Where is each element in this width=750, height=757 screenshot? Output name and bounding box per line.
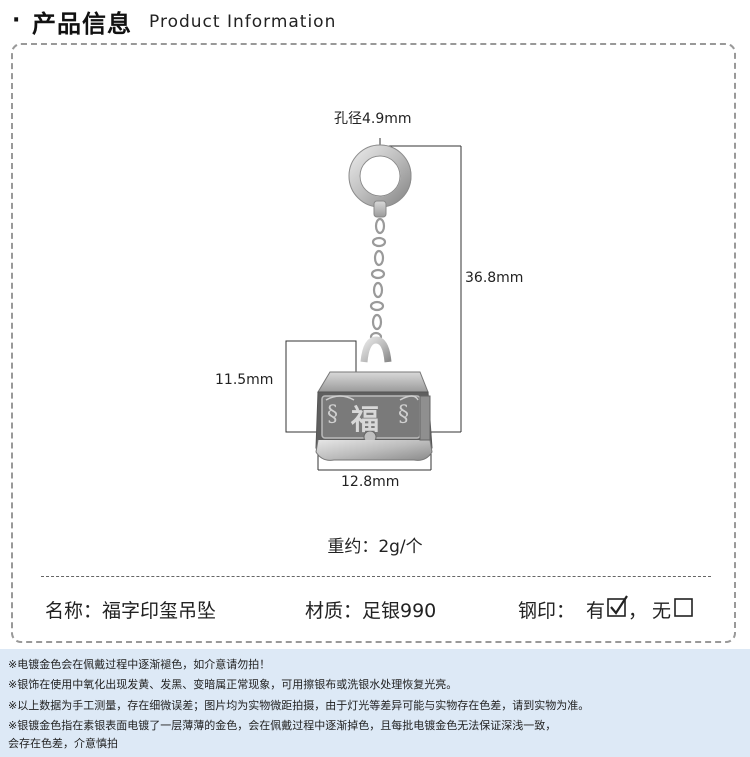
spec-stamp-yes: 有	[586, 600, 606, 622]
height-label: 11.5mm	[215, 372, 274, 388]
note-line: ※电镀金色会在佩戴过程中逐渐褪色，如介意请勿拍！	[8, 658, 271, 671]
checkmark-icon	[610, 595, 628, 615]
weight-text: 重约：2g/个	[327, 537, 423, 557]
spec-material: 材质：足银990	[305, 600, 437, 622]
section-title-en: Product Information	[149, 12, 337, 32]
spec-stamp-label: 钢印：	[518, 600, 576, 622]
spec-name: 名称：福字印玺吊坠	[45, 600, 217, 622]
section-title-cn: 产品信息	[32, 10, 132, 38]
notes-panel: ※电镀金色会在佩戴过程中逐渐褪色，如介意请勿拍！ ※银饰在使用中氧化出现发黄、发…	[0, 649, 750, 757]
length-label: 36.8mm	[465, 270, 524, 286]
pendant-seal	[315, 371, 433, 461]
pendant-chain	[369, 217, 387, 343]
pendant-ring	[348, 144, 412, 218]
note-line: ※银饰在使用中氧化出现发黄、发黑、变暗属正常现象，可用擦银布或洗银水处理恢复光亮…	[8, 678, 458, 691]
note-line: ※银镀金色指在素银表面电镀了一层薄薄的金色，会在佩戴过程中逐渐掉色，且每批电镀金…	[8, 719, 557, 732]
checked-box-icon	[607, 598, 626, 617]
seal-ornament-left: §	[327, 402, 338, 427]
hole-diameter-label: 孔径4.9mm	[334, 111, 412, 127]
pendant-bale	[360, 336, 392, 363]
width-label: 12.8mm	[341, 474, 400, 490]
stamp-checkboxes	[607, 595, 693, 617]
seal-ornament-right: §	[398, 402, 409, 427]
spec-divider	[41, 576, 711, 577]
section-header: · 产品信息 Product Information	[0, 0, 750, 40]
header-bullet: ·	[12, 8, 21, 33]
note-line: 会存在色差，介意慎拍	[8, 737, 118, 750]
seal-character: 福	[351, 403, 380, 436]
spec-stamp-no: 无	[652, 600, 672, 622]
note-line: ※以上数据为手工测量，存在细微误差；图片均为实物微距拍摄，由于灯光等差异可能与实…	[8, 699, 590, 712]
unchecked-box-icon	[674, 598, 693, 617]
spec-stamp-sep: ，	[628, 600, 648, 622]
